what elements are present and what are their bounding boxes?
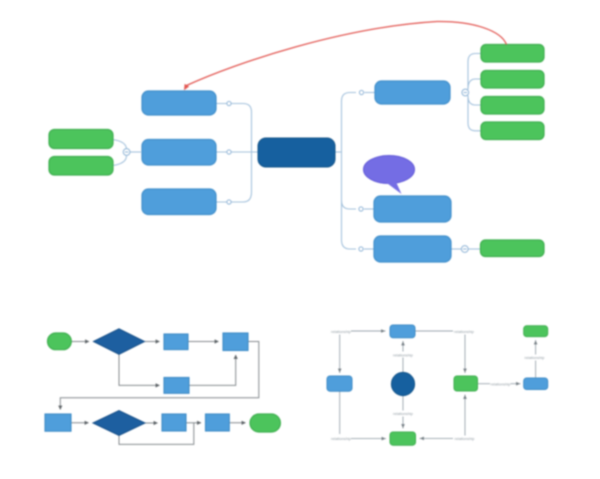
- svg-text:relationship: relationship: [331, 436, 351, 441]
- svg-text:relationship: relationship: [393, 411, 413, 416]
- svg-text:relationship: relationship: [393, 353, 413, 358]
- svg-text:relationship: relationship: [454, 329, 474, 334]
- svg-text:relationship: relationship: [455, 436, 475, 441]
- svg-text:relationship: relationship: [491, 381, 511, 386]
- svg-text:relationship: relationship: [331, 329, 351, 334]
- svg-text:relationship: relationship: [525, 355, 545, 360]
